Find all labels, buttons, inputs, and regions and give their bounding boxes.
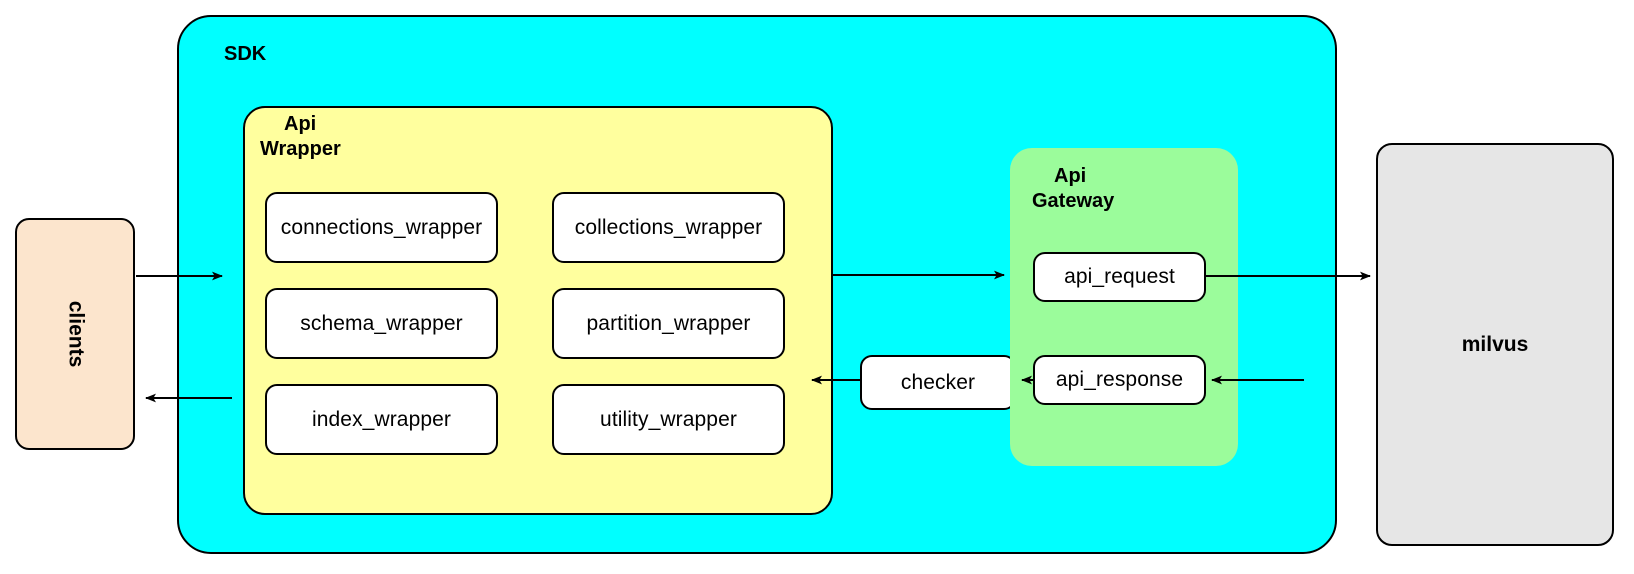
module-label: api_request bbox=[1064, 265, 1175, 288]
module-label: partition_wrapper bbox=[586, 311, 751, 335]
module-partition-wrapper[interactable]: partition_wrapper bbox=[552, 288, 785, 359]
module-label: index_wrapper bbox=[311, 407, 452, 431]
actor-milvus-label: milvus bbox=[1461, 332, 1529, 356]
module-label: schema_wrapper bbox=[300, 311, 463, 335]
module-label: utility_wrapper bbox=[600, 407, 737, 431]
group-api-gateway[interactable] bbox=[1010, 148, 1238, 466]
module-api-request[interactable]: api_request bbox=[1033, 252, 1206, 302]
module-label: api_response bbox=[1055, 368, 1184, 391]
module-label: collections_wrapper bbox=[574, 215, 763, 239]
module-schema-wrapper[interactable]: schema_wrapper bbox=[265, 288, 498, 359]
actor-clients[interactable]: clients bbox=[15, 218, 135, 450]
module-connections-wrapper[interactable]: connections_wrapper bbox=[265, 192, 498, 263]
module-utility-wrapper[interactable]: utility_wrapper bbox=[552, 384, 785, 455]
module-collections-wrapper[interactable]: collections_wrapper bbox=[552, 192, 785, 263]
module-index-wrapper[interactable]: index_wrapper bbox=[265, 384, 498, 455]
actor-milvus[interactable]: milvus bbox=[1376, 143, 1614, 546]
module-api-response[interactable]: api_response bbox=[1033, 355, 1206, 405]
module-label: connections_wrapper bbox=[280, 215, 483, 239]
box-checker[interactable]: checker bbox=[860, 355, 1016, 410]
box-checker-label: checker bbox=[900, 370, 976, 394]
actor-clients-label: clients bbox=[64, 300, 87, 368]
